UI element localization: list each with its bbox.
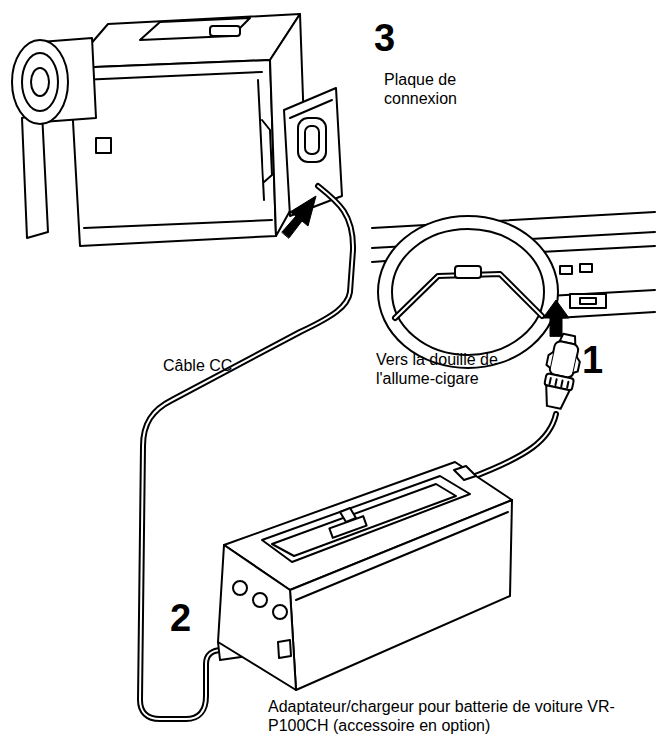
steering-wheel — [395, 274, 542, 318]
camcorder-lens — [31, 68, 49, 96]
camcorder-body — [140, 18, 250, 40]
camcorder-details — [210, 26, 240, 36]
cigarette-plug — [550, 378, 569, 388]
adapter-charger — [253, 593, 267, 607]
camcorder-body — [22, 14, 306, 246]
steering-wheel — [378, 216, 558, 368]
adapter-charger — [340, 508, 356, 522]
camcorder-body — [84, 220, 272, 228]
callout-number: 1 — [582, 338, 603, 384]
camcorder-details — [262, 120, 272, 182]
steering-wheel — [455, 266, 481, 278]
cigarette-plug — [542, 385, 570, 410]
connection-plate — [305, 126, 319, 154]
cigarette-plug — [573, 357, 580, 373]
car-dashboard — [570, 294, 606, 308]
steering-wheel — [392, 229, 544, 355]
connection-plate — [290, 100, 332, 118]
steering-wheel — [378, 216, 558, 368]
adapter-charger — [233, 581, 247, 595]
callout-number: 3 — [374, 16, 395, 62]
camcorder-body — [70, 60, 276, 246]
part-label: Adaptateur/chargeur pour batterie de voi… — [268, 697, 650, 735]
car-dashboard — [540, 246, 655, 252]
connection-plate — [298, 118, 326, 162]
insert-arrow — [543, 300, 569, 336]
car-cable — [470, 414, 556, 478]
steering-wheel — [395, 274, 542, 318]
insert-arrow — [282, 196, 316, 238]
adapter-charger — [218, 462, 512, 690]
camcorder-body — [96, 138, 111, 153]
camcorder-body — [80, 72, 262, 80]
car-cable — [470, 414, 556, 478]
adapter-charger — [273, 605, 287, 619]
car-dashboard — [580, 264, 592, 272]
cigarette-plug — [546, 351, 553, 367]
camcorder-lens — [12, 40, 68, 124]
callout-number: 2 — [170, 596, 191, 642]
car-dashboard — [556, 312, 655, 318]
car-dashboard — [560, 266, 572, 274]
camcorder-details — [210, 26, 272, 200]
camcorder-body — [22, 112, 48, 238]
part-label: Vers la douille de l'allume-cigare — [376, 350, 521, 388]
adapter-charger — [454, 466, 476, 480]
part-label: Câble CC — [163, 356, 232, 375]
part-label: Plaque de connexion — [384, 70, 476, 108]
adapter-charger — [218, 545, 296, 690]
camcorder-lens — [22, 53, 58, 111]
adapter-charger — [262, 476, 470, 562]
cigarette-plug — [538, 332, 585, 411]
car-cable — [470, 414, 556, 478]
camcorder-lens — [12, 40, 68, 124]
adapter-charger — [296, 512, 508, 600]
insert-arrow — [282, 196, 316, 238]
adapter-charger — [278, 640, 291, 658]
car-dashboard — [580, 298, 596, 304]
insert-arrow — [543, 300, 569, 336]
